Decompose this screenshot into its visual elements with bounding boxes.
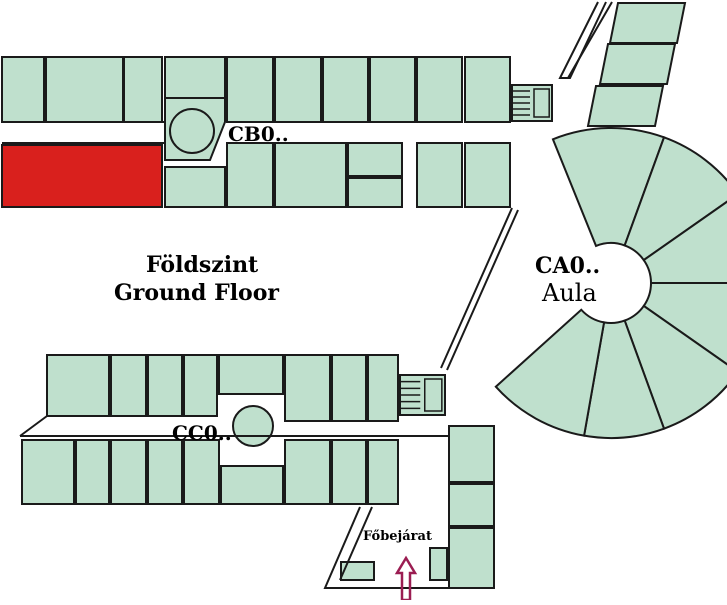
- room-c-bottom: [21, 439, 75, 505]
- ne-passage-rail: [567, 1, 613, 79]
- aula-segment: [494, 308, 606, 437]
- room-c-top: [284, 354, 331, 422]
- room-c-bottom: [331, 439, 367, 505]
- room-b-top: [322, 56, 369, 123]
- room-b-bottom: [274, 142, 347, 208]
- aula-hall: [494, 127, 727, 439]
- wing-c-label: CC0..: [172, 421, 232, 445]
- room-b-bottom: [347, 177, 403, 208]
- rooms: [1, 1, 687, 589]
- aula-segment: [623, 136, 727, 262]
- ne-passage: [558, 1, 607, 79]
- room-c-bottom: [75, 439, 110, 505]
- room-entrance-small: [429, 547, 448, 581]
- room-c-bottom: [367, 439, 399, 505]
- room-b-top: [226, 56, 274, 123]
- aula-segment: [623, 304, 727, 430]
- room-b-bottom: [226, 142, 274, 208]
- walls: [2, 1, 613, 589]
- stairs: [399, 84, 553, 416]
- room-c-top: [183, 354, 218, 417]
- room-b-bottom: [464, 142, 511, 208]
- wing-a-label: CA0..: [535, 253, 600, 279]
- room-entrance: [448, 425, 495, 483]
- room-b-top: [164, 56, 226, 99]
- room-b-top: [123, 56, 163, 123]
- room-b-top: [1, 56, 45, 123]
- room-b-top: [416, 56, 463, 123]
- aula-segment: [642, 282, 727, 366]
- room-c-bottom: [110, 439, 147, 505]
- room-c-bottom: [220, 465, 284, 505]
- room-b-highlighted: [1, 144, 163, 208]
- room-b-top: [45, 56, 124, 123]
- room-entrance: [448, 483, 495, 527]
- wing-c-corridor: [19, 415, 450, 437]
- entrance-corridor: [323, 506, 449, 589]
- wing-b-label: CB0..: [228, 122, 289, 146]
- room-ne: [598, 43, 677, 85]
- staircase-icon: [399, 374, 446, 416]
- wing-b-corridor: [2, 121, 165, 144]
- room-entrance: [448, 527, 495, 589]
- atrium-c-round: [232, 405, 274, 447]
- wing-a-name: Aula: [541, 279, 597, 307]
- room-b-top: [274, 56, 322, 123]
- atrium-b-round: [169, 108, 215, 154]
- diagonal-corridor: [440, 207, 519, 371]
- room-c-top: [367, 354, 399, 422]
- entrance-label: Főbejárat: [363, 529, 432, 544]
- aula-segment: [551, 127, 666, 248]
- room-ne: [586, 85, 665, 127]
- room-ne: [608, 1, 687, 44]
- room-c-top: [46, 354, 110, 417]
- room-c-top: [218, 354, 284, 395]
- room-b-bottom: [164, 166, 226, 208]
- title-hu: Földszint: [146, 252, 259, 278]
- room-c-top: [110, 354, 147, 417]
- room-b-bottom: [416, 142, 463, 208]
- room-c-bottom: [284, 439, 331, 505]
- entrance-arrow-icon: [394, 555, 418, 602]
- room-b-top: [369, 56, 416, 123]
- room-c-top: [147, 354, 183, 417]
- room-entrance-small: [340, 561, 375, 581]
- aula-segment: [642, 200, 727, 284]
- staircase-icon: [511, 84, 553, 122]
- room-c-bottom: [183, 439, 220, 505]
- room-b-bottom: [347, 142, 403, 177]
- room-c-top: [331, 354, 367, 422]
- room-c-bottom: [147, 439, 183, 505]
- room-b-top: [464, 56, 511, 123]
- title-en: Ground Floor: [114, 280, 279, 306]
